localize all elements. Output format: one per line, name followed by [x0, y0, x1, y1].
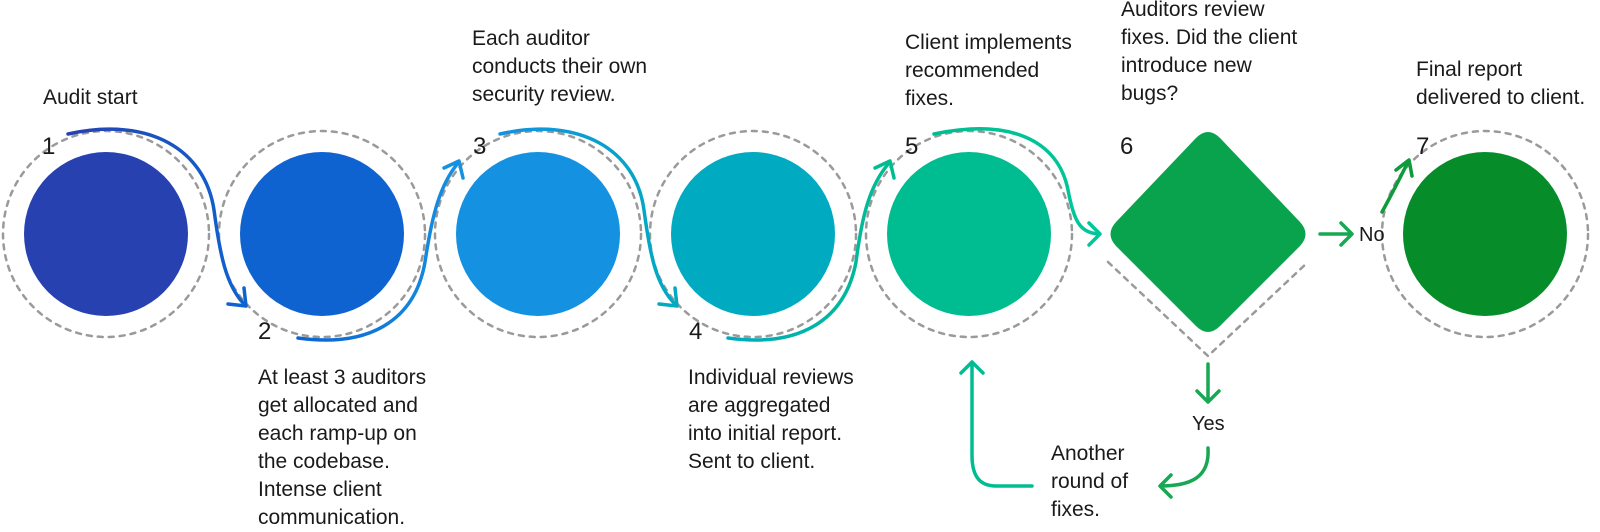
- connector-4-5-arrow: [726, 161, 891, 342]
- step-2-label: At least 3 auditors get allocated and ea…: [258, 366, 427, 529]
- step-5-ring: [864, 129, 1074, 339]
- step-1-label: Audit start: [43, 86, 138, 109]
- step-2-circle: [240, 152, 404, 316]
- connector-3-4-arrow: [498, 127, 677, 306]
- step-1-number: 1: [42, 133, 56, 160]
- connector-5-6-arrow: [932, 127, 1100, 236]
- connector-2-3-arrowhead: [442, 159, 465, 180]
- no-branch-arrow: [1318, 221, 1354, 247]
- step-6-dashed-outline: [1106, 260, 1310, 358]
- no-branch-label: No: [1359, 224, 1385, 246]
- step-4-circle: [671, 152, 835, 316]
- step-3-label: Each auditor conducts their own security…: [472, 27, 648, 106]
- step-5-label: Client implements recommended fixes.: [905, 31, 1072, 110]
- step-6-label: Auditors review fixes. Did the client in…: [1121, 0, 1298, 105]
- no-to-step-7-arrow: [1380, 158, 1414, 214]
- step-7-number: 7: [1416, 133, 1430, 160]
- step-5-number: 5: [905, 133, 919, 160]
- step-7-circle: [1403, 152, 1567, 316]
- step-4-ring: [648, 129, 858, 339]
- connector-4-5-arrowhead: [873, 159, 896, 180]
- step-2-number: 2: [258, 318, 272, 345]
- connector-2-3-arrow: [296, 161, 460, 342]
- step-1-circle: [24, 152, 188, 316]
- connector-1-2-arrowhead: [226, 286, 248, 308]
- step-6-number: 6: [1120, 133, 1134, 160]
- step-7-label: Final report delivered to client.: [1416, 58, 1586, 109]
- yes-branch-arrow: [1195, 362, 1221, 404]
- loop-back-to-step-5-arrow: [959, 360, 1034, 488]
- step-7-ring: [1380, 129, 1590, 339]
- connector-1-2-arrow: [66, 127, 246, 306]
- yes-branch-label: Yes: [1192, 413, 1225, 435]
- connector-3-4-arrowhead: [657, 286, 679, 308]
- step-6-decision-diamond: [1110, 132, 1306, 332]
- step-1-ring: [1, 129, 211, 339]
- yes-to-loop-arrow: [1158, 446, 1210, 499]
- step-5-circle: [887, 152, 1051, 316]
- step-4-label: Individual reviews are aggregated into i…: [688, 366, 854, 473]
- step-4-number: 4: [689, 318, 703, 345]
- connector-5-6-arrowhead: [1087, 221, 1102, 247]
- loop-fixes-label: Another round of fixes.: [1051, 442, 1129, 521]
- step-3-circle: [456, 152, 620, 316]
- step-3-ring: [433, 129, 643, 339]
- step-3-number: 3: [473, 133, 487, 160]
